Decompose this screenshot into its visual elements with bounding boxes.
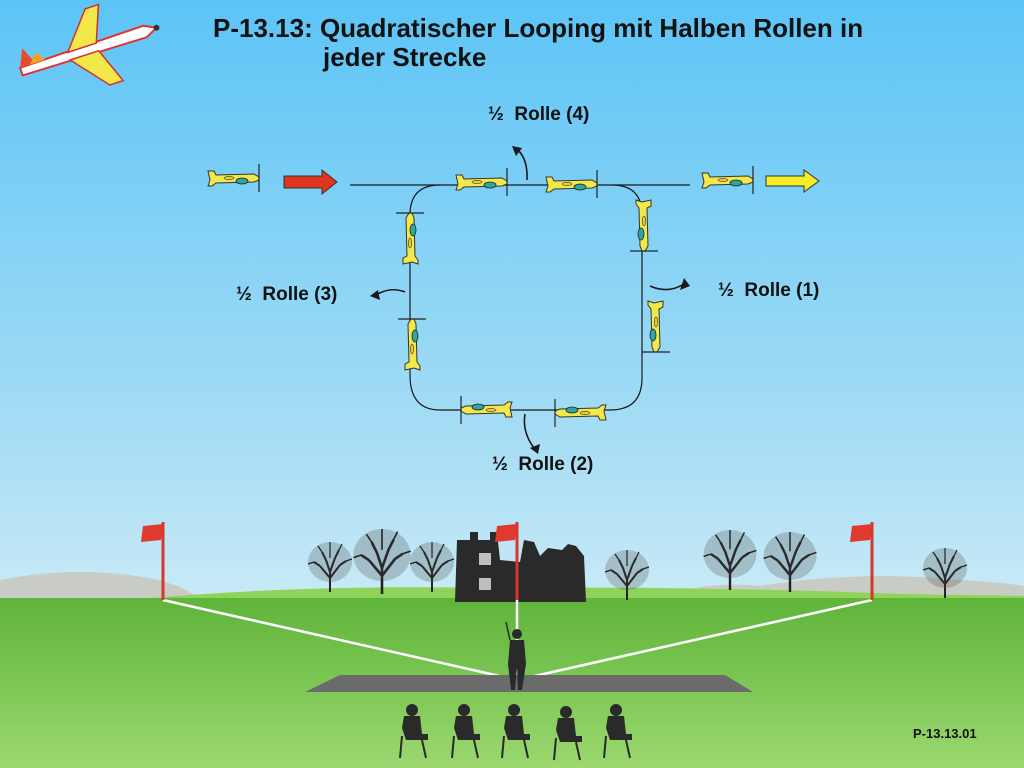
curved-arrow-icon <box>370 290 380 300</box>
curved-arrow-icon <box>530 444 540 454</box>
title-line-2: jeder Strecke <box>323 42 487 72</box>
field-line-left <box>162 598 518 682</box>
roll-label-4: ½ Rolle (4) <box>488 104 590 125</box>
figure-id: P-13.13.01 <box>913 726 977 741</box>
page-title: P-13.13: Quadratischer Looping mit Halbe… <box>213 14 993 72</box>
field-line-right <box>516 598 873 682</box>
roll-label-3: ½ Rolle (3) <box>236 284 338 305</box>
hill-left <box>0 572 200 600</box>
loop-path <box>350 184 690 411</box>
model-airplane-icon <box>18 3 160 86</box>
yellow-arrow-right-icon <box>765 169 820 193</box>
red-arrow-right-icon <box>283 168 338 196</box>
curved-arrow-icon <box>512 146 522 156</box>
title-line-1: P-13.13: Quadratischer Looping mit Halbe… <box>213 13 864 43</box>
curved-arrow-icon <box>680 278 690 290</box>
runway <box>305 675 753 692</box>
roll-label-1: ½ Rolle (1) <box>718 280 820 301</box>
castle-window <box>479 553 491 565</box>
castle-window <box>479 578 491 590</box>
pilot-silhouette-icon <box>505 621 526 690</box>
roll-label-2: ½ Rolle (2) <box>492 454 594 475</box>
sky <box>0 0 1024 600</box>
